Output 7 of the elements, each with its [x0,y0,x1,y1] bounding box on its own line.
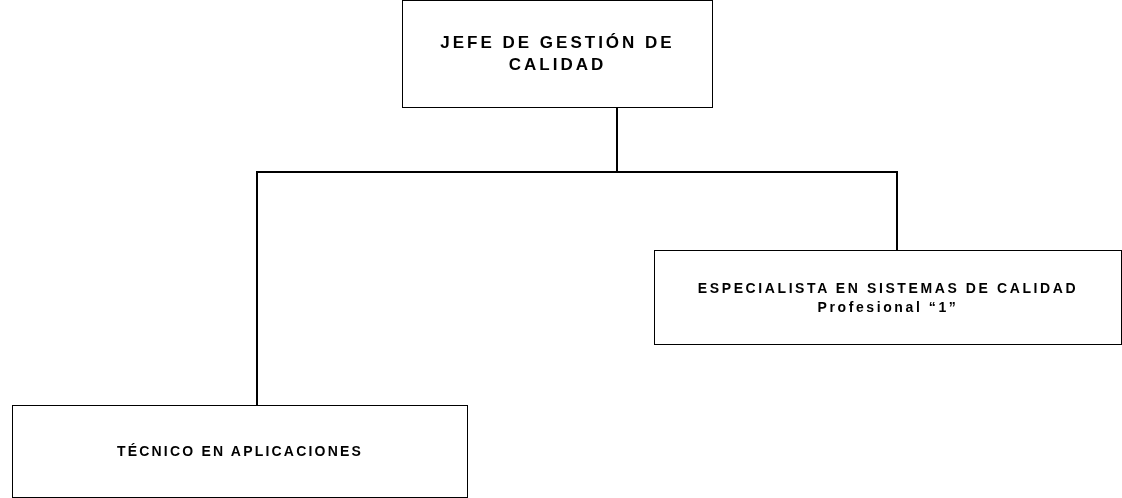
position-title: JEFE DE GESTIÓN DE CALIDAD [439,31,676,76]
position-box [654,250,1122,345]
position-title: TÉCNICO EN APLICACIONES [116,442,364,461]
position-title: Profesional “1” [817,297,959,316]
position-box [12,405,468,498]
position-box [402,0,713,108]
position-title: ESPECIALISTA EN SISTEMAS DE CALIDAD [697,279,1079,298]
